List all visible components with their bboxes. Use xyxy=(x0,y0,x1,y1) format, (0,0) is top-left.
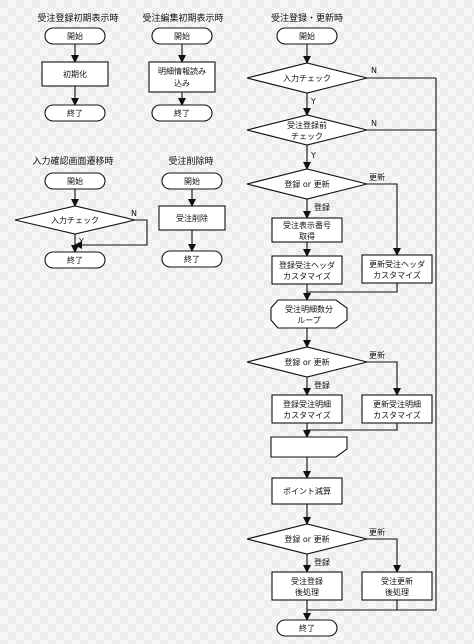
flow-init-step-node xyxy=(41,61,109,87)
flow-update-post-upd-label-line2: 後処理 xyxy=(385,587,409,597)
flow-update-branch-post-update-label: 更新 xyxy=(369,527,385,537)
flow-init-title: 受注登録初期表示時 xyxy=(37,12,118,24)
flow-edit-title: 受注編集初期表示時 xyxy=(142,12,223,24)
flow-update-upd-detail-label-line1: 更新受注明細 xyxy=(373,399,421,409)
flow-confirm: 入力確認画面遷移時 開始 入力チェック N Y 終了 xyxy=(14,155,148,269)
flow-update-reg-header-label-line2: カスタマイズ xyxy=(283,271,331,281)
flow-update-update-arrow xyxy=(367,183,401,256)
flow-init-step-label: 初期化 xyxy=(63,69,87,79)
flow-update-loop-label-line1: 受注明細数分 xyxy=(285,304,333,314)
flow-init-end-node xyxy=(44,104,106,122)
flow-update-reg-header-label-line1: 登録受注ヘッダ xyxy=(279,260,335,270)
flow-update: 受注登録・更新時 開始 入力チェック N Y 受注登録前 チェック N Y 登録… xyxy=(246,12,437,637)
flow-update-end-label: 終了 xyxy=(299,623,315,633)
flow-update-input-check-no-label: N xyxy=(371,66,377,75)
flow-update-post-upd-node xyxy=(361,571,433,601)
flow-update-upd-header-label-line1: 更新受注ヘッダ xyxy=(369,259,425,269)
flow-update-branch-detail-register-label: 登録 xyxy=(314,380,330,390)
flow-update-no-return-line xyxy=(397,78,437,611)
flow-init-end-label: 終了 xyxy=(67,108,83,118)
flow-update-order-no-label-line1: 受注表示番号 xyxy=(283,220,331,230)
flow-update-upd-header-label-line2: カスタマイズ xyxy=(373,270,421,280)
flow-edit-start-label: 開始 xyxy=(174,31,190,41)
flow-update-branch-detail-label: 登録 or 更新 xyxy=(284,357,329,367)
flow-update-end-node xyxy=(276,619,338,637)
flow-confirm-check-label: 入力チェック xyxy=(51,215,99,225)
flow-update-pre-check-yes-label: Y xyxy=(310,151,316,160)
flow-delete-end-node xyxy=(161,250,223,268)
flow-update-pre-check-label-line1: 受注登録前 xyxy=(287,120,327,130)
flow-confirm-start-label: 開始 xyxy=(67,176,83,186)
flow-update-start-label: 開始 xyxy=(299,31,315,41)
flow-update-points-node xyxy=(271,477,343,505)
flow-edit-end-node xyxy=(151,104,213,122)
flow-delete-step-label: 受注削除 xyxy=(176,213,208,223)
flow-update-post-upd-label-line1: 受注更新 xyxy=(381,576,413,586)
flow-update-upd-header-node xyxy=(361,254,433,284)
flow-update-pre-check-no-label: N xyxy=(371,119,377,128)
flow-confirm-yes-label: Y xyxy=(78,237,84,246)
flow-confirm-title: 入力確認画面遷移時 xyxy=(32,155,113,167)
flow-update-branch-header-update-label: 更新 xyxy=(369,172,385,182)
flow-update-reg-header-node xyxy=(271,255,343,285)
flow-update-update-arrow xyxy=(367,538,401,573)
flow-update-title: 受注登録・更新時 xyxy=(271,12,343,24)
flow-update-merge-line xyxy=(307,283,398,293)
flow-delete-end-label: 終了 xyxy=(184,254,200,264)
flow-update-reg-detail-label-line1: 登録受注明細 xyxy=(283,399,331,409)
flow-edit-step-label-line1: 明細情報読み xyxy=(158,66,206,76)
flow-edit-step-node xyxy=(148,61,216,93)
flow-confirm-no-arrow xyxy=(74,219,148,249)
flow-update-order-no-label-line2: 取得 xyxy=(299,231,315,241)
flow-update-reg-detail-label-line2: カスタマイズ xyxy=(283,410,331,420)
flow-edit-step-label-line2: 込み xyxy=(174,79,190,88)
flow-delete-title: 受注削除時 xyxy=(168,155,213,167)
flow-delete: 受注削除時 開始 受注削除 終了 xyxy=(158,155,226,268)
flow-update-branch-header-register-label: 登録 xyxy=(314,202,330,212)
flow-confirm-no-label: N xyxy=(131,209,137,218)
flow-update-input-check-label: 入力チェック xyxy=(283,73,331,83)
flow-update-loop-start-node xyxy=(270,299,348,329)
flow-update-branch-detail-update-label: 更新 xyxy=(369,350,385,360)
flow-update-branch-post-register-label: 登録 xyxy=(314,557,330,567)
flow-update-order-no-node xyxy=(271,217,343,243)
flow-init: 受注登録初期表示時 開始 初期化 終了 xyxy=(37,12,119,122)
flow-delete-start-label: 開始 xyxy=(184,176,200,186)
flow-update-post-reg-label-line2: 後処理 xyxy=(295,587,319,597)
flow-update-branch-header-label: 登録 or 更新 xyxy=(284,179,329,189)
flow-confirm-end-label: 終了 xyxy=(67,255,83,265)
flow-update-merge-line xyxy=(307,423,398,431)
flow-update-post-reg-node xyxy=(271,571,343,601)
flow-update-reg-detail-node xyxy=(271,394,343,424)
flow-update-upd-detail-label-line2: カスタマイズ xyxy=(373,410,421,420)
flow-update-loop-label-line2: ループ xyxy=(297,316,321,325)
flow-init-start-label: 開始 xyxy=(67,31,83,41)
flow-update-merge-line xyxy=(307,600,398,611)
flow-confirm-end-node xyxy=(44,251,106,269)
flow-update-branch-post-label: 登録 or 更新 xyxy=(284,534,329,544)
flow-edit-end-label: 終了 xyxy=(174,108,190,118)
flow-update-points-label: ポイント減算 xyxy=(283,486,331,496)
flow-update-loop-end-node xyxy=(270,436,348,458)
flow-update-post-reg-label-line1: 受注登録 xyxy=(291,576,323,586)
flow-update-update-arrow xyxy=(367,361,401,396)
flow-edit: 受注編集初期表示時 開始 明細情報読み 込み 終了 xyxy=(142,12,224,122)
flow-update-upd-detail-node xyxy=(361,394,433,424)
flow-update-input-check-yes-label: Y xyxy=(310,97,316,106)
flow-update-pre-check-label-line2: チェック xyxy=(291,132,323,141)
